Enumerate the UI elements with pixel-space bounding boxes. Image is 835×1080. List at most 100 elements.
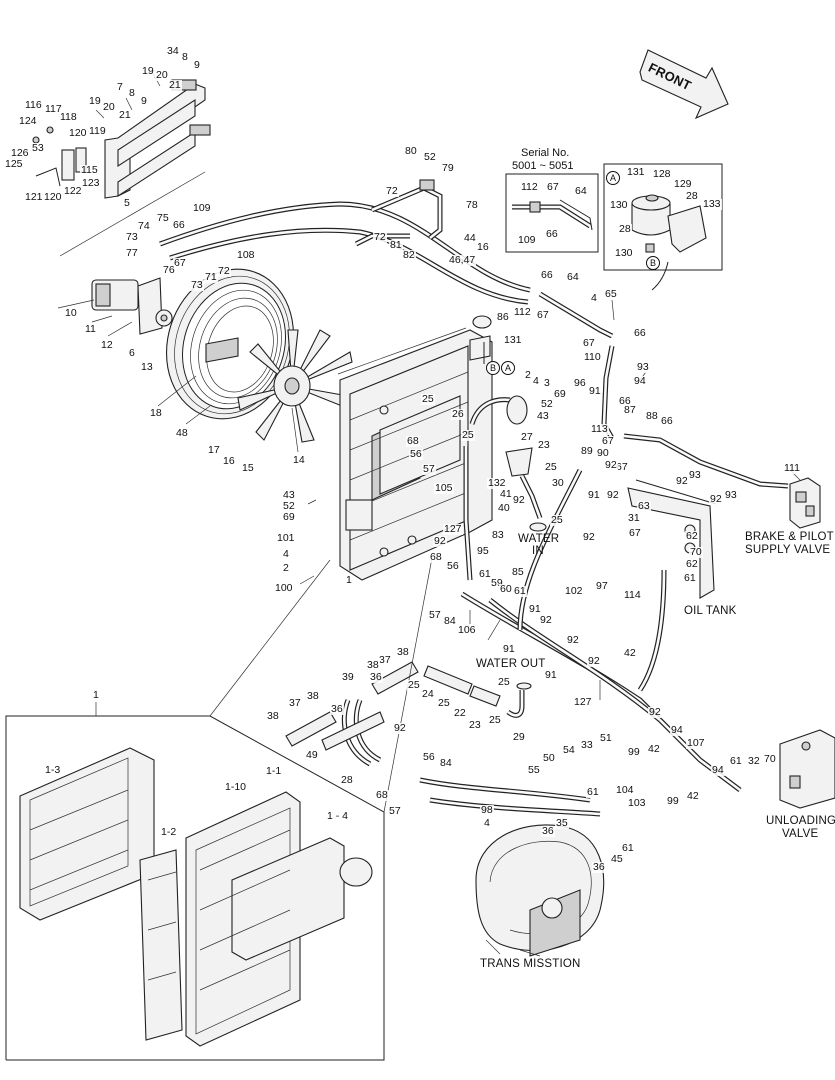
mounting-frame [59, 79, 211, 257]
part-label: 130 [614, 247, 634, 259]
part-label: 42 [623, 647, 637, 659]
hose-105 [463, 446, 473, 581]
part-label: 59 [490, 577, 504, 589]
part-label: 94 [633, 375, 647, 387]
part-label: 72 [373, 231, 387, 243]
part-label: 70 [763, 753, 777, 765]
part-label: 53 [31, 142, 45, 154]
part-label: 123 [81, 177, 101, 189]
part-label: 130 [609, 199, 629, 211]
part-label: 97 [595, 580, 609, 592]
part-label: 52 [423, 151, 437, 163]
part-label: 64 [566, 271, 580, 283]
unloading-valve-caption-line2: VALVE [782, 828, 819, 840]
part-label: 1 - 4 [326, 810, 350, 822]
part-label: 91 [528, 603, 542, 615]
part-label: 132 [487, 477, 507, 489]
part-label: 49 [305, 749, 319, 761]
part-label: 57 [422, 463, 436, 475]
part-label: 129 [673, 178, 693, 190]
part-label: 92 [539, 614, 553, 626]
part-label: 85 [511, 566, 525, 578]
part-label: 79 [441, 162, 455, 174]
part-label: 91 [587, 489, 601, 501]
part-label: 19 [141, 65, 155, 77]
part-label: 87 [623, 404, 637, 416]
part-label: 93 [724, 489, 738, 501]
part-label: 54 [562, 744, 576, 756]
part-label: 93 [688, 469, 702, 481]
part-label: 25 [544, 461, 558, 473]
part-label: 105 [434, 482, 454, 494]
hydraulic-lines-upper-right [538, 291, 789, 489]
part-label: 72 [385, 185, 399, 197]
part-label: 36 [592, 861, 606, 873]
part-label: 63 [637, 500, 651, 512]
part-label: 61 [683, 572, 697, 584]
part-label: 62 [685, 530, 699, 542]
part-label: 23 [468, 719, 482, 731]
part-label: 38 [306, 690, 320, 702]
part-label: 52 [540, 398, 554, 410]
part-label: 92 [606, 489, 620, 501]
part-label: 61 [513, 585, 527, 597]
part-label: 31 [627, 512, 641, 524]
part-label: 131 [503, 334, 523, 346]
part-label: 92 [648, 706, 662, 718]
part-label: 4 [483, 817, 491, 829]
unloading-valve [779, 729, 835, 809]
part-label: 91 [588, 385, 602, 397]
part-label: 25 [497, 676, 511, 688]
part-label: 55 [527, 764, 541, 776]
part-label: 69 [553, 388, 567, 400]
hose-pipes-36-38 [285, 661, 419, 767]
water-in-caption-line2: IN [532, 545, 544, 557]
part-label: 131 [626, 166, 646, 178]
part-label: 51 [599, 732, 613, 744]
fan-blades [237, 329, 353, 443]
part-label: 28 [685, 190, 699, 202]
part-label: 52 [282, 500, 296, 512]
part-label: 45 [610, 853, 624, 865]
part-label: 21 [168, 79, 182, 91]
part-label: 65 [604, 288, 618, 300]
serial-detail-parts [512, 199, 593, 231]
part-label: 21 [118, 109, 132, 121]
part-label: 57 [388, 805, 402, 817]
part-label: 95 [476, 545, 490, 557]
part-label: 4 [282, 548, 290, 560]
hose-114 [637, 569, 667, 692]
part-label: 109 [517, 234, 537, 246]
part-label: 4 [590, 292, 598, 304]
part-label: 133 [702, 198, 722, 210]
unloading-valve-caption-line1: UNLOADING [766, 815, 835, 827]
transmission-caption: TRANS MISSTION [480, 958, 581, 970]
part-label: 36 [330, 703, 344, 715]
part-label: 94 [670, 724, 684, 736]
part-label: 67 [615, 461, 629, 473]
part-label: 72 [217, 265, 231, 277]
fan-motor [91, 277, 173, 335]
brake-valve-caption-line1: BRAKE & PILOT [745, 531, 834, 543]
part-label: 92 [675, 475, 689, 487]
part-label: 114 [623, 589, 642, 601]
part-label: 43 [282, 489, 296, 501]
part-label: 126 [10, 147, 30, 159]
reference-circle-b: B [646, 256, 660, 270]
part-label: 90 [596, 447, 610, 459]
part-label: 8 [181, 51, 189, 63]
part-label: 38 [266, 710, 280, 722]
reference-circle-a-radiator: A [501, 361, 515, 375]
part-label: 26 [451, 408, 465, 420]
serial-caption-line1: Serial No. [521, 147, 570, 159]
part-label: 34 [166, 45, 180, 57]
part-label: 42 [647, 743, 661, 755]
part-label: 48 [175, 427, 189, 439]
part-label: 56 [422, 751, 436, 763]
part-label: 91 [502, 643, 516, 655]
part-label: 22 [453, 707, 467, 719]
part-label: 67 [173, 257, 187, 269]
part-label: 9 [193, 59, 201, 71]
part-label: 81 [389, 239, 403, 251]
part-label: 61 [478, 568, 492, 580]
